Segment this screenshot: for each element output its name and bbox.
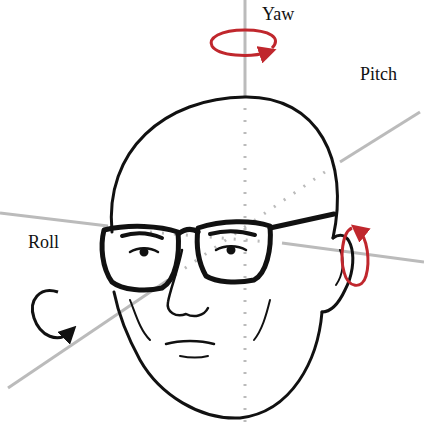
mouth [166,341,214,344]
nose [168,250,208,316]
roll-axis-front [8,280,168,388]
axis-label: Roll [28,232,59,254]
glasses-right-lens [197,222,270,282]
pitch-axis-hidden [150,232,280,243]
roll-arrow [32,291,70,338]
cheek-line [254,300,270,340]
head-drawing [102,97,353,418]
yaw-arrow [211,30,275,55]
pupil [141,249,147,255]
brow [122,234,162,238]
axis-label: Yaw [262,4,294,26]
yaw-axis-hidden [244,108,247,422]
glasses-bridge [178,229,198,234]
lip [180,356,208,358]
roll-axis-back [340,112,420,162]
cheek-line [130,300,150,340]
brow [210,231,255,235]
pupil [228,247,234,253]
pitch-arrow [342,228,368,285]
glasses-left-lens [102,226,178,290]
yaw-axis [244,0,247,98]
head-outline [111,97,337,238]
axis-label: Pitch [360,64,397,86]
ear [322,235,353,312]
glasses-temple [270,214,334,228]
pitch-axis-left [0,213,108,226]
jaw [114,292,322,418]
